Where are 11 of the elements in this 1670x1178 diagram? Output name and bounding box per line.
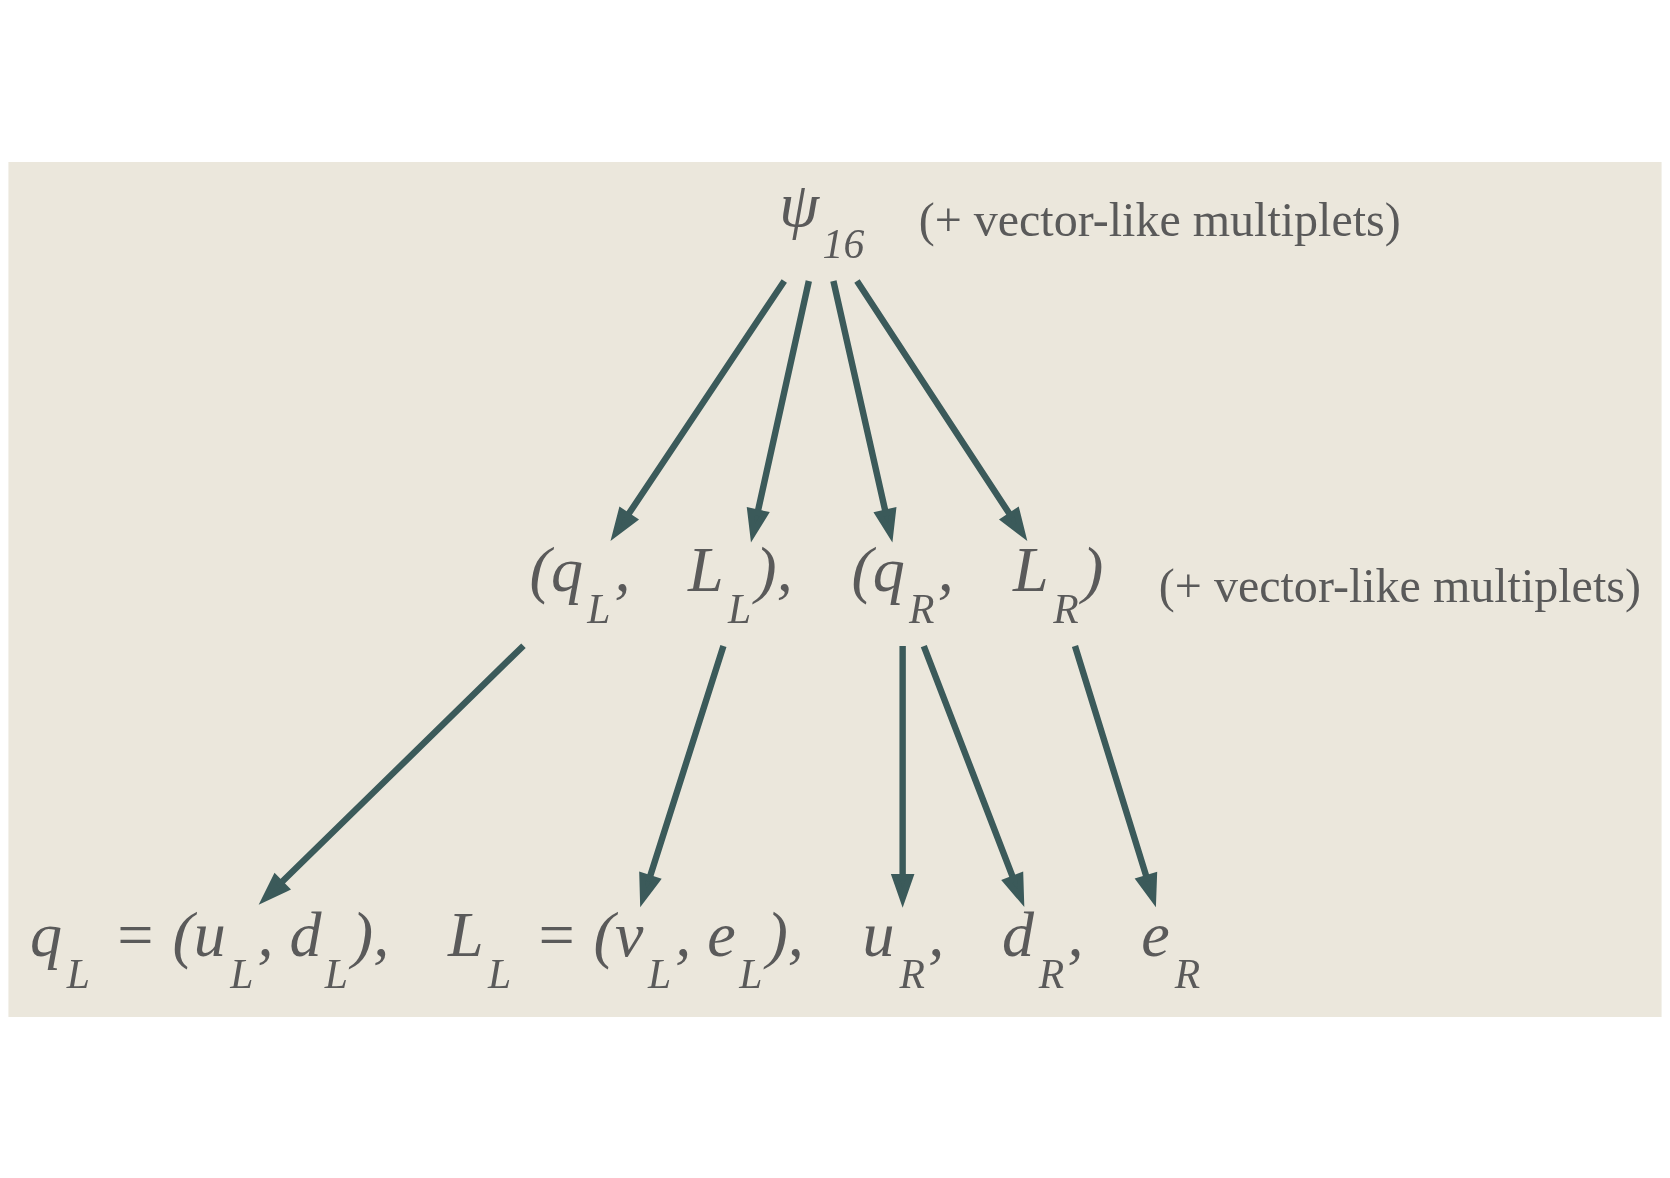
arrow [1071,644,1158,907]
label: (+ vector-like multiplets) [1158,558,1641,612]
arrow [920,644,1025,907]
arrow [639,644,727,907]
arrow [258,642,526,905]
arrow [746,279,812,542]
arrow [854,278,1028,541]
arrow [830,279,897,542]
label: (+ vector-like multiplets) [918,192,1401,246]
arrow [610,278,787,541]
arrow [890,645,915,908]
